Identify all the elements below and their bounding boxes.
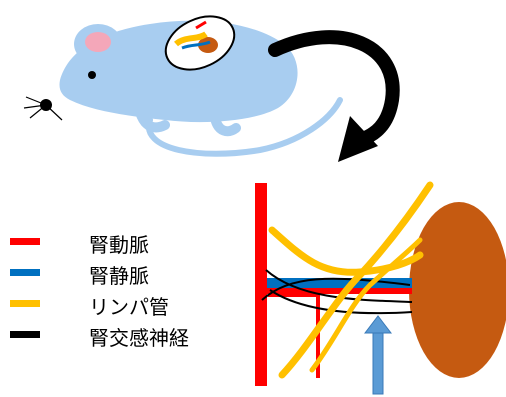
aorta-bar xyxy=(255,183,267,386)
legend: 腎動脈 腎静脈 リンパ管 腎交感神経 xyxy=(10,232,230,356)
up-arrow-icon xyxy=(365,316,391,394)
renal-hilum-diagram xyxy=(255,183,506,394)
legend-item-renal-artery: 腎動脈 xyxy=(10,232,230,263)
legend-swatch xyxy=(10,269,40,276)
legend-item-sympathetic-nerve: 腎交感神経 xyxy=(10,325,230,356)
legend-swatch xyxy=(10,300,40,307)
legend-swatch xyxy=(10,331,40,338)
legend-label: リンパ管 xyxy=(89,291,169,320)
legend-item-lymphatic: リンパ管 xyxy=(10,294,230,325)
legend-label: 腎動脈 xyxy=(89,229,149,258)
mouse-illustration xyxy=(24,6,340,154)
legend-swatch xyxy=(10,238,40,245)
legend-item-renal-vein: 腎静脈 xyxy=(10,263,230,294)
legend-label: 腎交感神経 xyxy=(89,322,189,351)
legend-label: 腎静脈 xyxy=(89,260,149,289)
kidney-shape xyxy=(409,202,506,378)
